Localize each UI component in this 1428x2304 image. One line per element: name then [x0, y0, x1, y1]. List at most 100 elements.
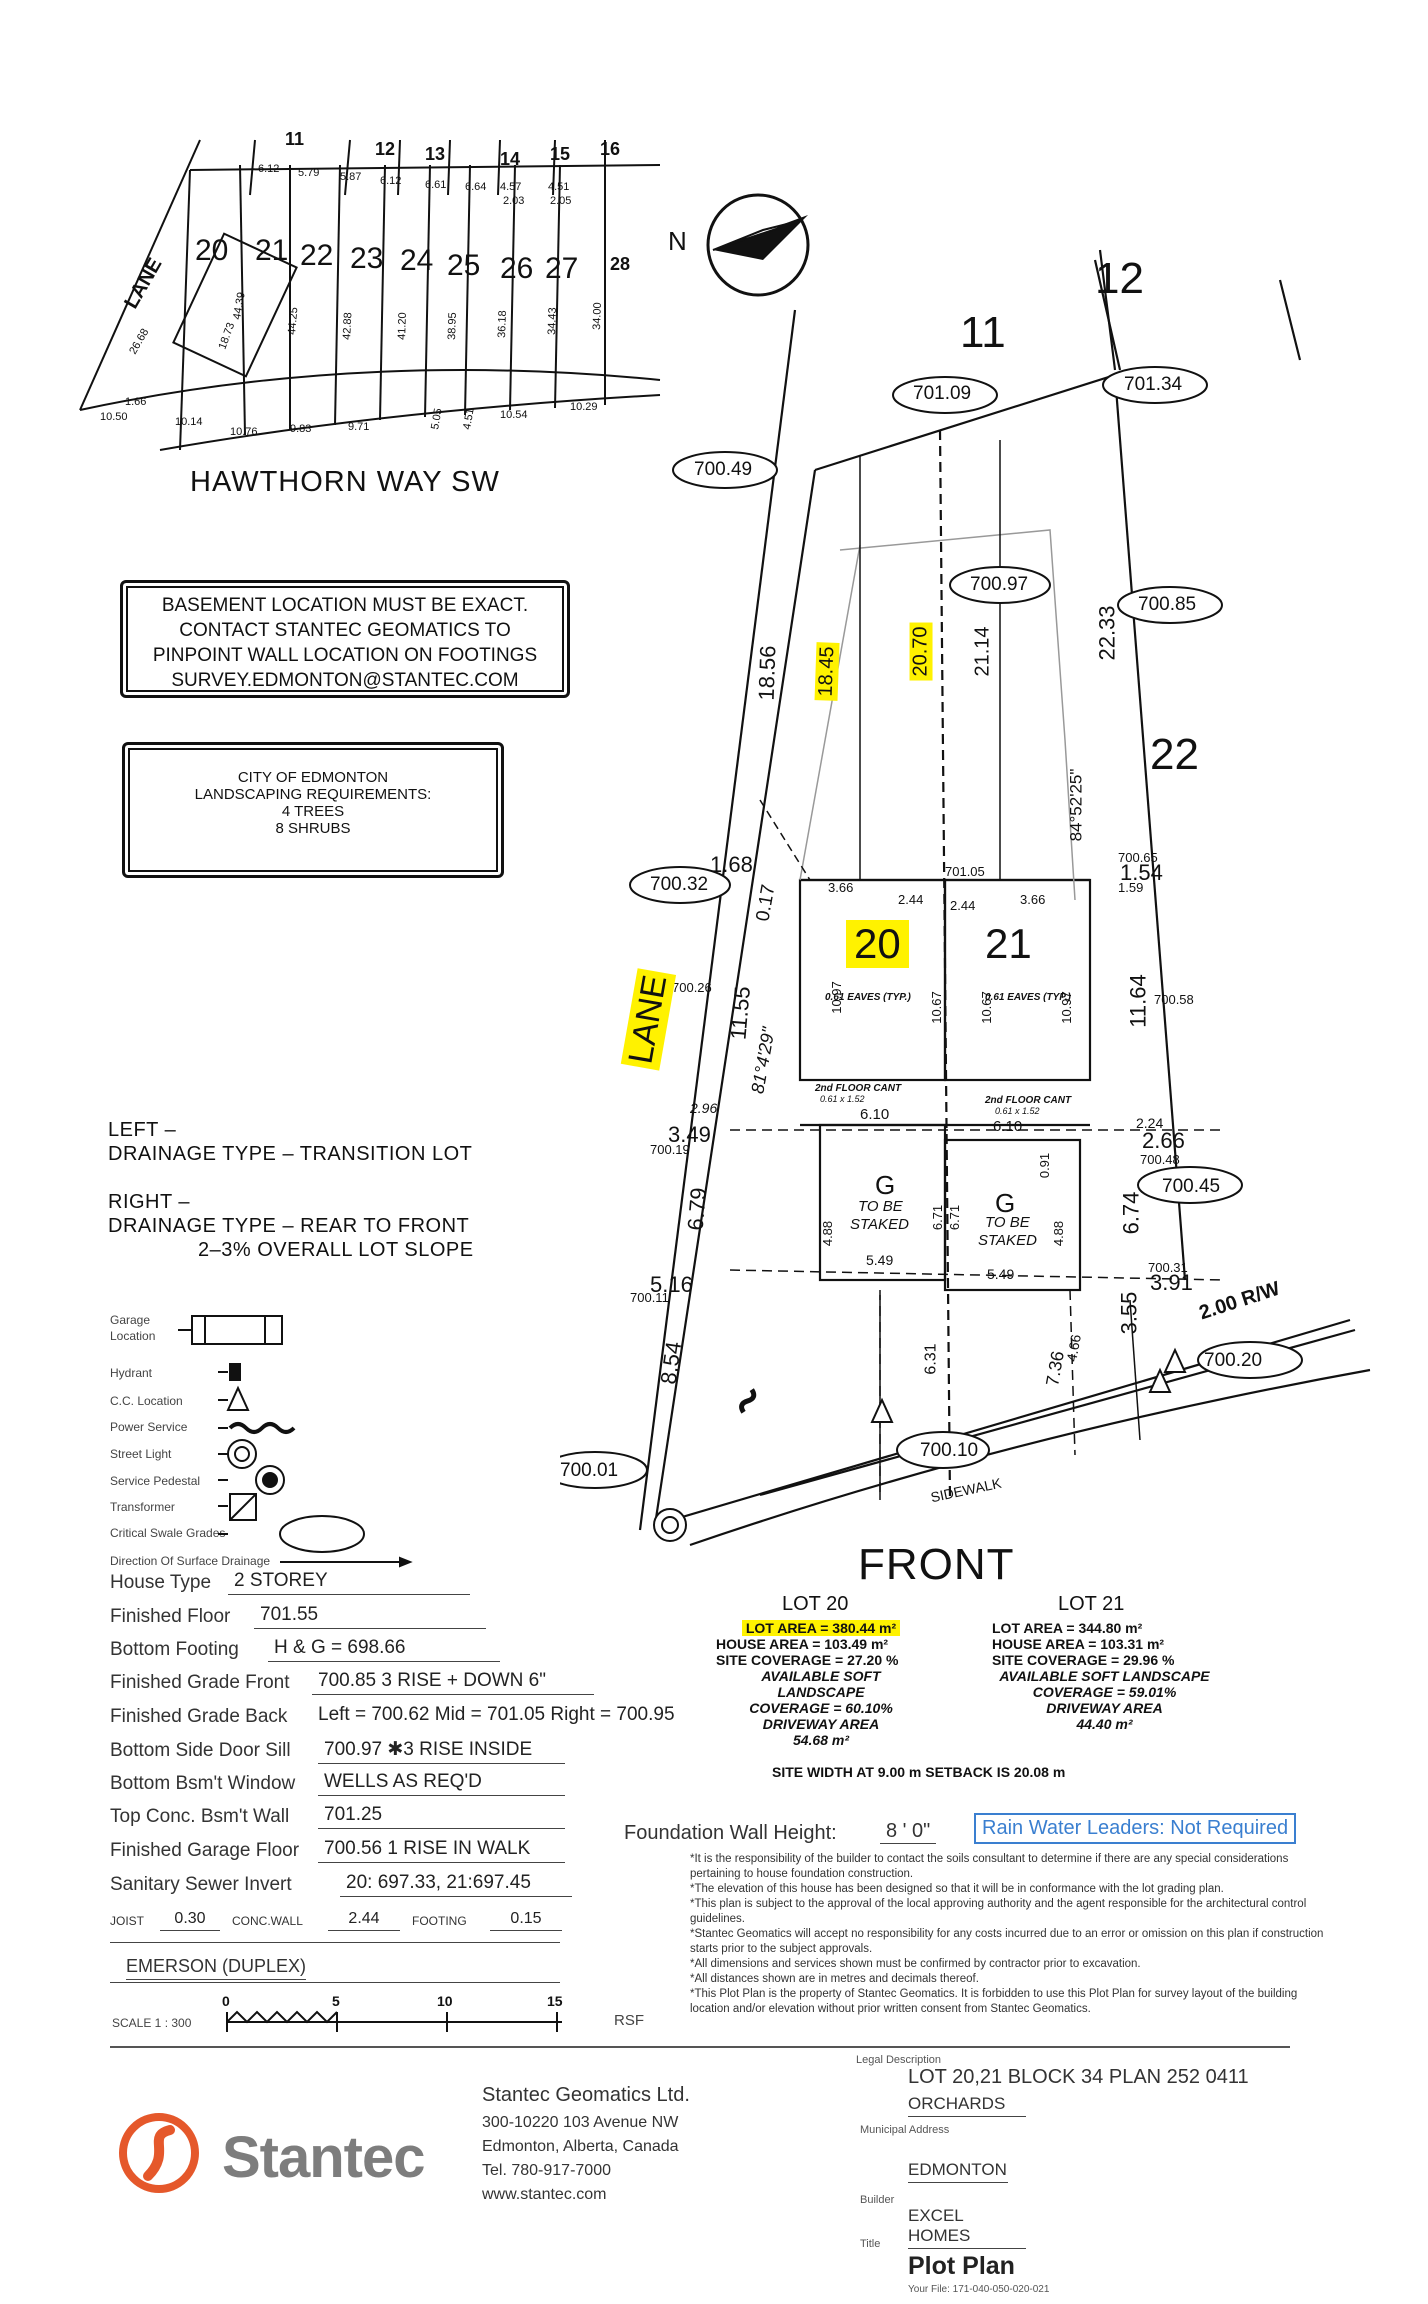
keymap-front-6: 6.64 [465, 181, 486, 193]
keymap-front-10: 2.05 [550, 195, 571, 207]
keymap-bottom-7: 5.05 [429, 407, 445, 430]
site-width: SITE WIDTH AT 9.00 m SETBACK IS 20.08 m [772, 1764, 1066, 1780]
scale-tick-5: 5 [332, 1993, 340, 2009]
spec-value-sewer: 20: 697.33, 21:697.45 [340, 1872, 572, 1897]
cant-size-right: 0.61 x 1.52 [995, 1106, 1040, 1116]
dim-2-66: 2.66 [1142, 1128, 1185, 1153]
keymap-depth-3: 44.25 [286, 307, 300, 335]
dim-rear-mid: 21.14 [971, 626, 994, 677]
adjacent-lot-11: 11 [960, 308, 1006, 357]
garage-right-g: G [995, 1188, 1016, 1218]
conc-wall-value: 2.44 [328, 1910, 400, 1931]
lot-20-label: 20 [846, 920, 909, 968]
lot21-stats: LOT AREA = 344.80 m² HOUSE AREA = 103.31… [992, 1620, 1217, 1732]
footing-label: FOOTING [412, 1914, 467, 1928]
landscaping-notice: CITY OF EDMONTON LANDSCAPING REQUIREMENT… [122, 742, 504, 878]
drainage-right-slope: 2–3% OVERALL LOT SLOPE [198, 1239, 474, 1261]
spec-label-grade-back: Finished Grade Back [110, 1706, 288, 1727]
spec-label-finished-floor: Finished Floor [110, 1606, 231, 1627]
dim-3-49: 3.49 [668, 1122, 711, 1147]
lot21-drive2: 44.40 m² [1076, 1716, 1133, 1732]
spec-label-bottom-footing: Bottom Footing [110, 1639, 239, 1660]
joist-value: 0.30 [160, 1910, 220, 1931]
note-3: *This plan is subject to the approval of… [690, 1898, 1307, 1925]
dim-angle-right: 84°52'25" [1066, 768, 1086, 842]
keymap-bottom-8: 4.51 [461, 407, 477, 430]
dim-0-91: 0.91 [1037, 1152, 1053, 1179]
landscaping-line-1: CITY OF EDMONTON [237, 769, 389, 786]
dim-3-91: 3.91 [1150, 1270, 1193, 1295]
legend-hydrant-label: Hydrant [110, 1366, 153, 1380]
note-1: *It is the responsibility of the builder… [690, 1853, 1289, 1880]
note-6: *All distances shown are in metres and d… [690, 1973, 979, 1985]
keymap-lot-22: 22 [300, 239, 333, 272]
keymap-lot-28: 28 [610, 254, 630, 274]
dim-6-10-left: 6.10 [860, 1106, 890, 1123]
dim-3-66-left: 3.66 [828, 880, 854, 895]
dim-11-55: 11.55 [725, 985, 755, 1041]
elev-701-34: 701.34 [1124, 374, 1183, 395]
dim-6-31: 6.31 [922, 1343, 940, 1375]
keymap-depth-4: 42.88 [341, 312, 354, 340]
legend-symbols [178, 1315, 413, 1568]
cant-right: 2nd FLOOR CANT [985, 1095, 1072, 1106]
lot20-drive2: 54.68 m² [792, 1732, 850, 1748]
adjacent-lot-22: 22 [1150, 730, 1199, 779]
lot20-drive1: DRIVEWAY AREA [762, 1716, 880, 1732]
spec-value-grade-front: 700.85 3 RISE + DOWN 6" [312, 1670, 594, 1695]
hydrant-icon [229, 1363, 241, 1381]
landscaping-line-3: 4 TREES [281, 803, 345, 820]
eaves-right: 0.61 EAVES (TYP.) [985, 992, 1071, 1003]
cant-size-left: 0.61 x 1.52 [820, 1094, 865, 1104]
note-5: *All dimensions and services shown must … [690, 1958, 1141, 1970]
lot20-area: LOT AREA = 380.44 m² [741, 1620, 901, 1636]
legend-swale-label: Critical Swale Grades [110, 1526, 226, 1540]
elev-700-01: 700.01 [560, 1460, 619, 1481]
keymap-lot-25: 25 [447, 249, 480, 282]
eaves-left: 0.61 EAVES (TYP.) [825, 992, 911, 1003]
keymap-lot-27: 27 [545, 252, 578, 285]
legal-label: Legal Description [856, 2054, 941, 2066]
garage-right-staked: STAKED [978, 1232, 1037, 1249]
spec-label-bsmt-wall: Top Conc. Bsm't Wall [110, 1806, 290, 1827]
keymap-depth-2: 44.39 [231, 291, 248, 320]
landscaping-line-2: LANDSCAPING REQUIREMENTS: [194, 786, 432, 803]
keymap-depth-7: 36.18 [496, 310, 509, 338]
elev-700-26: 700.26 [672, 980, 712, 995]
legend-cc-label: C.C. Location [110, 1394, 183, 1408]
keymap-depth-9: 34.00 [591, 302, 604, 330]
keymap-lot-16: 16 [600, 139, 620, 159]
city-value: EDMONTON [908, 2160, 1008, 2183]
spec-value-garage-floor: 700.56 1 RISE IN WALK [318, 1838, 565, 1863]
joist-label: JOIST [110, 1914, 145, 1928]
elev-700-45: 700.45 [1162, 1176, 1221, 1197]
garage-right-tobe: TO BE [985, 1214, 1030, 1231]
keymap-lot-11: 11 [285, 129, 304, 149]
dim-1-59: 1.59 [1118, 880, 1144, 895]
spec-label-bsmt-window: Bottom Bsm't Window [110, 1773, 296, 1794]
lot20-soft1: AVAILABLE SOFT LANDSCAPE [761, 1668, 881, 1700]
keymap-lot-21: 21 [255, 234, 288, 267]
keymap-bottom-4: 10.76 [230, 426, 258, 438]
legal-line-1: LOT 20,21 BLOCK 34 PLAN 252 0411 [908, 2066, 1249, 2088]
dim-6-74: 6.74 [1118, 1191, 1144, 1235]
lot21-coverage: SITE COVERAGE = 29.96 % [992, 1652, 1175, 1668]
keymap-lot-24: 24 [400, 244, 433, 277]
plot-plan-drawing [560, 249, 1371, 1547]
note-4: *Stantec Geomatics will accept no respon… [690, 1928, 1324, 1955]
dim-2-44-left: 2.44 [898, 892, 924, 907]
keymap-lot-15: 15 [550, 144, 570, 164]
elev-700-65: 700.65 [1118, 850, 1158, 865]
keymap-bottom-10: 10.29 [570, 401, 598, 413]
lot21-soft1: AVAILABLE SOFT LANDSCAPE [999, 1668, 1210, 1684]
basement-line-3: PINPOINT WALL LOCATION ON FOOTINGS [152, 645, 538, 666]
spec-value-finished-floor: 701.55 [254, 1604, 486, 1629]
north-arrow: N [668, 193, 810, 297]
transformer-icon [229, 1493, 257, 1521]
legend-streetlight-label: Street Light [110, 1447, 172, 1461]
elev-701-09: 701.09 [913, 383, 972, 404]
dim-1-54: 1.54 [1120, 860, 1163, 885]
spec-label-house-type: House Type [110, 1572, 212, 1593]
keymap-front-9: 4.51 [548, 181, 569, 193]
lot21-drive1: DRIVEWAY AREA [1046, 1700, 1163, 1716]
